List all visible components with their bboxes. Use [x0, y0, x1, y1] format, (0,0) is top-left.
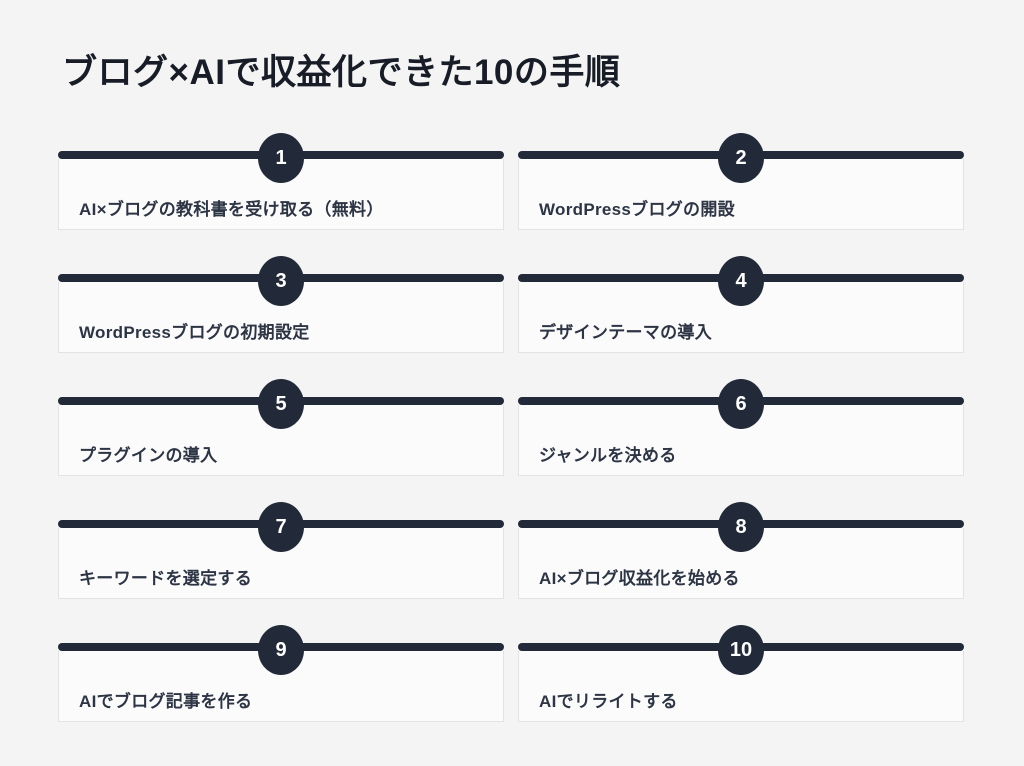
- step-number: 8: [735, 516, 747, 538]
- steps-grid: AI×ブログの教科書を受け取る（無料） 1 WordPressブログの開設 2 …: [58, 133, 964, 722]
- step-number-badge: 1: [258, 133, 304, 183]
- step-number-badge: 2: [718, 133, 764, 183]
- step-number: 10: [729, 639, 753, 661]
- step-card-body: デザインテーマの導入: [518, 282, 964, 353]
- step-label: プラグインの導入: [79, 446, 218, 465]
- step-card-5: プラグインの導入 5: [58, 379, 504, 476]
- step-label: WordPressブログの開設: [539, 200, 735, 219]
- step-card-body: WordPressブログの開設: [518, 159, 964, 230]
- step-card-2: WordPressブログの開設 2: [518, 133, 964, 230]
- step-card-9: AIでブログ記事を作る 9: [58, 625, 504, 722]
- step-number-badge: 8: [718, 502, 764, 552]
- step-card-7: キーワードを選定する 7: [58, 502, 504, 599]
- step-number: 7: [275, 516, 287, 538]
- step-number: 6: [735, 393, 747, 415]
- step-number: 5: [275, 393, 287, 415]
- step-label: WordPressブログの初期設定: [79, 323, 310, 342]
- step-card-10: AIでリライトする 10: [518, 625, 964, 722]
- step-number-badge: 5: [258, 379, 304, 429]
- step-card-body: AIでリライトする: [518, 651, 964, 722]
- step-label: AI×ブログの教科書を受け取る（無料）: [79, 200, 384, 219]
- step-number-badge: 6: [718, 379, 764, 429]
- step-number-badge: 10: [718, 625, 764, 675]
- step-number: 9: [275, 639, 287, 661]
- step-card-8: AI×ブログ収益化を始める 8: [518, 502, 964, 599]
- step-label: キーワードを選定する: [79, 569, 252, 588]
- step-number: 3: [275, 270, 287, 292]
- step-number-badge: 7: [258, 502, 304, 552]
- step-label: ジャンルを決める: [539, 446, 677, 465]
- step-number: 2: [735, 147, 747, 169]
- step-label: AIでブログ記事を作る: [79, 692, 253, 711]
- step-card-1: AI×ブログの教科書を受け取る（無料） 1: [58, 133, 504, 230]
- step-number: 1: [275, 147, 287, 169]
- step-card-6: ジャンルを決める 6: [518, 379, 964, 476]
- step-card-3: WordPressブログの初期設定 3: [58, 256, 504, 353]
- page-title: ブログ×AIで収益化できた10の手順: [62, 53, 621, 92]
- step-card-4: デザインテーマの導入 4: [518, 256, 964, 353]
- step-number-badge: 3: [258, 256, 304, 306]
- step-number: 4: [735, 270, 747, 292]
- step-number-badge: 4: [718, 256, 764, 306]
- step-label: AI×ブログ収益化を始める: [539, 569, 740, 588]
- step-label: デザインテーマの導入: [539, 323, 712, 342]
- step-label: AIでリライトする: [539, 692, 678, 711]
- step-number-badge: 9: [258, 625, 304, 675]
